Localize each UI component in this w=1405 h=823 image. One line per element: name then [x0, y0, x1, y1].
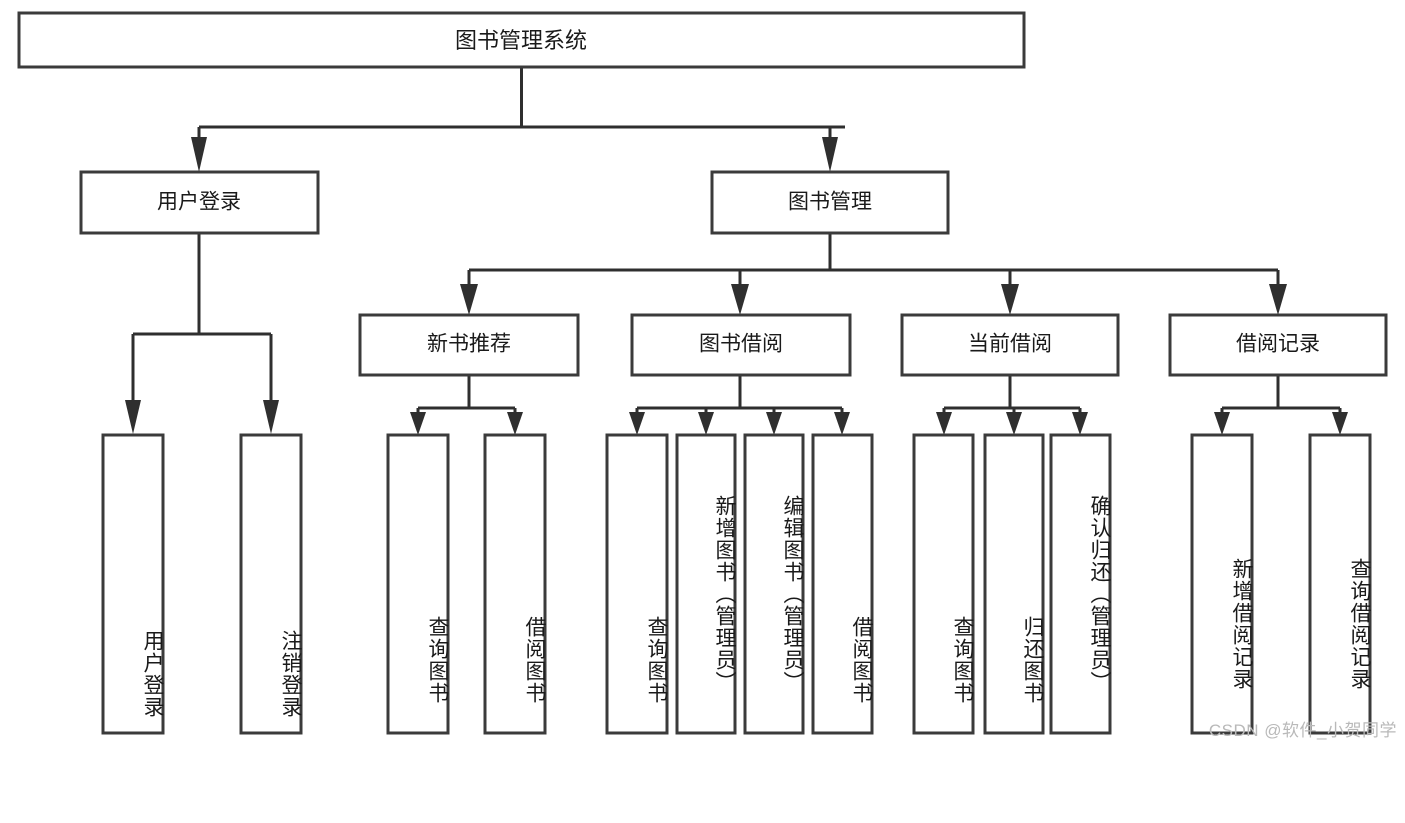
leaf-return-book-box[interactable] [983, 433, 1045, 735]
arrow-head-current-borrow [1001, 284, 1019, 315]
node-book-manage-label: 图书管理 [788, 191, 872, 214]
node-user-login-label: 用户登录 [157, 191, 241, 214]
arrow-head-leaf-logout [263, 400, 279, 434]
node-book-borrow[interactable]: 图书借阅 [630, 313, 852, 377]
leaf-borrow-book-1-box[interactable] [483, 433, 547, 735]
node-book-manage-box[interactable] [710, 170, 950, 235]
arrow-head-leaf-confirm-return [1072, 412, 1088, 435]
node-new-book-rec[interactable]: 新书推荐 [358, 313, 580, 377]
leaf-edit-book-box[interactable] [743, 433, 805, 735]
diagram-svg: 图书管理系统 用户登录 图书管理 新书推荐 图书借阅 当前借阅 借阅记录 [17, 11, 1388, 735]
arrow-head-leaf-return-book [1006, 412, 1022, 435]
arrow-head-leaf-borrow-book-2 [834, 412, 850, 435]
arrow-head-leaf-borrow-book-1 [507, 412, 523, 435]
arrow-head-book-borrow [731, 284, 749, 315]
connector-group [125, 67, 1348, 435]
node-current-borrow-label: 当前借阅 [968, 333, 1052, 356]
node-user-login[interactable]: 用户登录 [79, 170, 320, 235]
arrow-head-user-login [191, 137, 207, 172]
arrow-head-leaf-add-book [698, 412, 714, 435]
node-current-borrow-box[interactable] [900, 313, 1120, 377]
node-new-book-rec-label: 新书推荐 [427, 333, 511, 356]
arrow-head-leaf-query-record [1332, 412, 1348, 435]
arrow-head-book-manage [822, 137, 838, 172]
node-book-borrow-label: 图书借阅 [699, 333, 783, 356]
leaf-add-book-box[interactable] [675, 433, 737, 735]
node-borrow-record-box[interactable] [1168, 313, 1388, 377]
leaf-query-book-2-box[interactable] [605, 433, 669, 735]
leaf-query-book-1-box[interactable] [386, 433, 450, 735]
leaf-logout-box[interactable] [239, 433, 303, 735]
leaf-confirm-return-box[interactable] [1049, 433, 1112, 735]
csdn-watermark: CSDN @软件_小贺同学 [1208, 721, 1397, 740]
node-root-label: 图书管理系统 [455, 28, 587, 53]
leaf-borrow-book-2-box[interactable] [811, 433, 874, 735]
leaf-user-login-box[interactable] [101, 433, 165, 735]
leaf-box-group [101, 433, 1372, 735]
node-book-borrow-box[interactable] [630, 313, 852, 377]
leaf-query-book-3-box[interactable] [912, 433, 975, 735]
arrow-head-borrow-record [1269, 284, 1287, 315]
leaf-add-record-box[interactable] [1190, 433, 1254, 735]
arrow-head-new-book-rec [460, 284, 478, 315]
node-root[interactable]: 图书管理系统 [17, 11, 1026, 69]
node-borrow-record-label: 借阅记录 [1236, 333, 1320, 356]
node-root-box[interactable] [17, 11, 1026, 69]
arrow-head-leaf-add-record [1214, 412, 1230, 435]
node-new-book-rec-box[interactable] [358, 313, 580, 377]
arrow-head-leaf-query-book-3 [936, 412, 952, 435]
diagram-canvas: 图书管理系统 用户登录 图书管理 新书推荐 图书借阅 当前借阅 借阅记录 [17, 11, 1397, 740]
arrow-head-leaf-query-book-1 [410, 412, 426, 435]
leaf-query-record-box[interactable] [1308, 433, 1372, 735]
node-current-borrow[interactable]: 当前借阅 [900, 313, 1120, 377]
node-borrow-record[interactable]: 借阅记录 [1168, 313, 1388, 377]
arrow-head-leaf-query-book-2 [629, 412, 645, 435]
node-book-manage[interactable]: 图书管理 [710, 170, 950, 235]
node-user-login-box[interactable] [79, 170, 320, 235]
arrow-head-leaf-edit-book [766, 412, 782, 435]
arrow-head-leaf-user-login [125, 400, 141, 434]
